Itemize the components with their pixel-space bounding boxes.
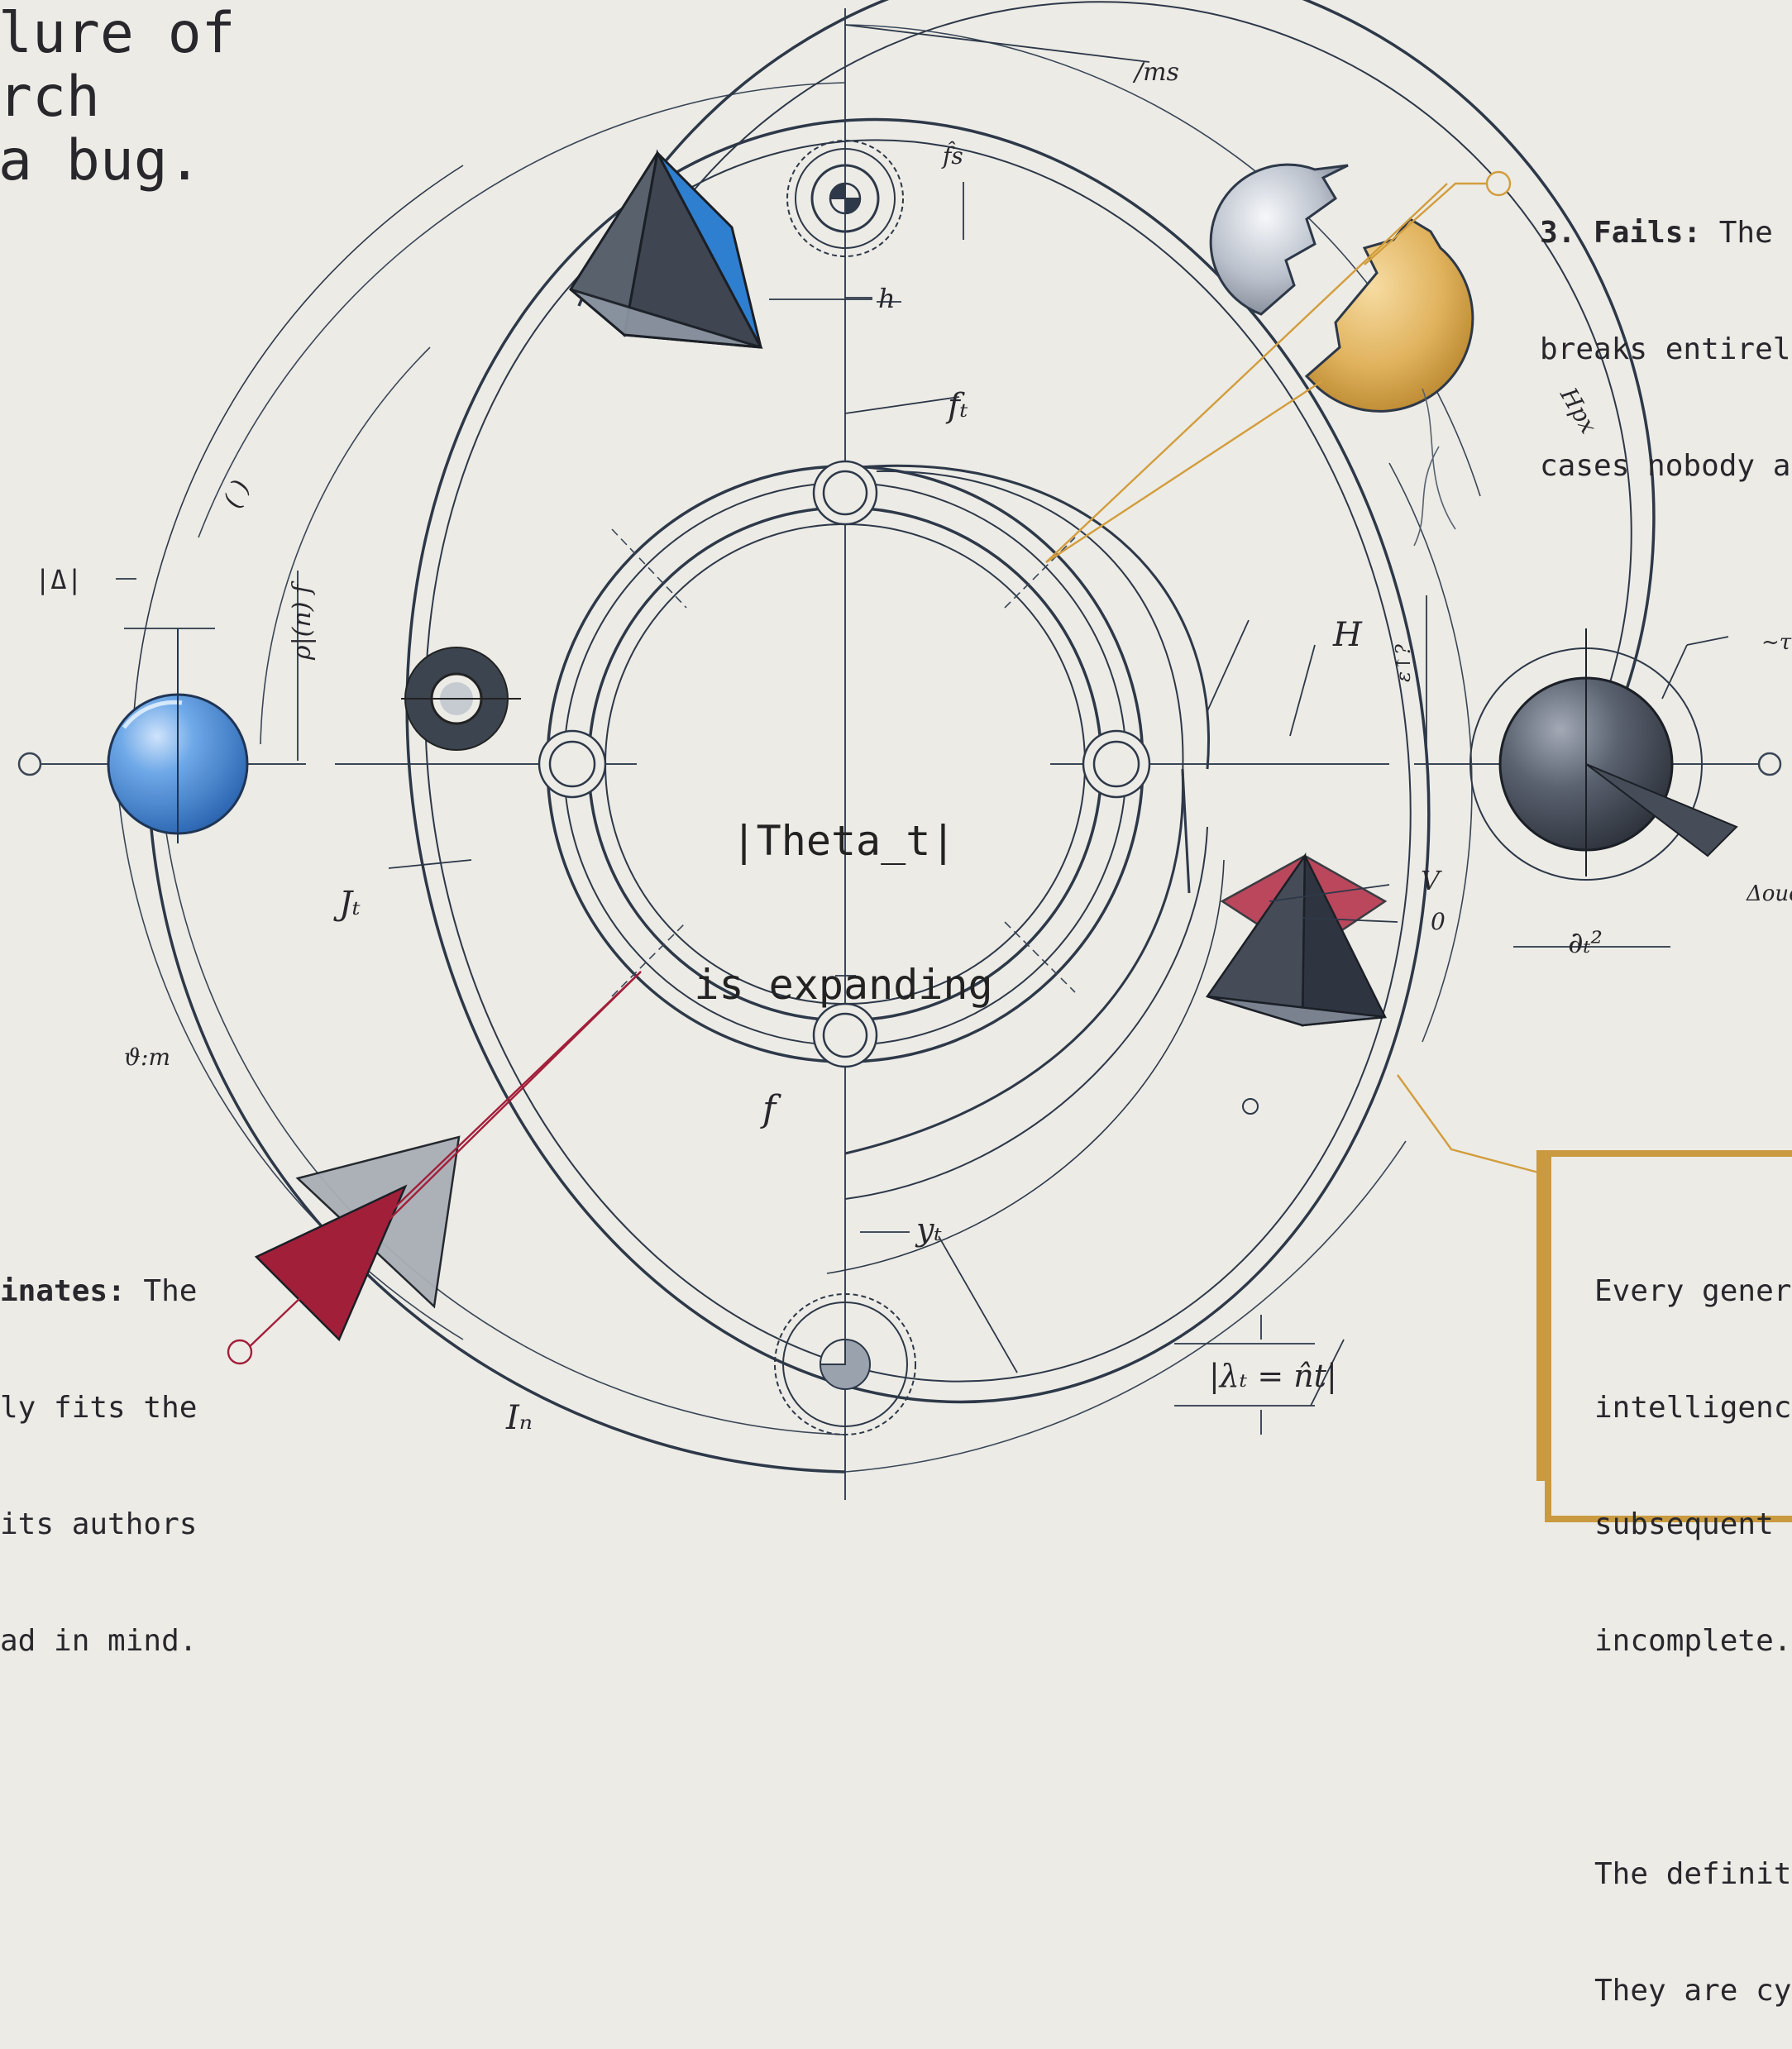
annotation-rho: ρ|(n) f: [288, 584, 318, 661]
annotation-In: Iₙ: [506, 1399, 533, 1437]
gold-projection-lines: [1045, 170, 1546, 1176]
annotation-zero: 0: [1431, 908, 1446, 935]
note-fails-heading: 3. Fails:: [1540, 216, 1702, 250]
annotation-Jt: Jₜ: [339, 885, 361, 923]
orbital-diagram: [17, 0, 1782, 1500]
title-line-3: a bug.: [0, 128, 202, 193]
target-top: [786, 140, 904, 257]
note-fails-line-3: cases nobody a: [1540, 449, 1791, 483]
note-dominates-line-3: its authors: [0, 1507, 198, 1541]
diagonal-ticks: [611, 528, 1076, 997]
axis-end-markers: [17, 752, 1782, 776]
note-fails: 3. Fails: The breaks entirel cases nobod…: [1540, 136, 1790, 524]
note-fails-line-2: breaks entirel: [1540, 332, 1791, 366]
annotation-V: V: [1421, 865, 1441, 896]
title-line-2: rch: [0, 64, 100, 130]
callout-line-1: Every genera: [1594, 1274, 1792, 1308]
note-fails-line-1: The: [1701, 216, 1773, 250]
center-label: |Theta_t| is expanding: [678, 721, 1009, 1057]
dark-sphere: [1469, 628, 1738, 881]
small-markers: [1242, 1098, 1259, 1115]
callout-text: Every genera intelligence subsequent g i…: [1594, 1194, 1792, 2049]
callout-line-2: intelligence: [1594, 1391, 1792, 1425]
callout-line-6: They are cyc: [1594, 1974, 1792, 2008]
spiral-arcs: [826, 464, 1225, 1274]
annotation-ms: /ms: [1135, 58, 1179, 87]
callout-line-4: incomplete.: [1594, 1624, 1792, 1658]
annotation-h: h: [878, 283, 896, 314]
annotation-yt: yₜ: [916, 1211, 942, 1248]
note-dominates-line-1: The: [125, 1274, 198, 1308]
title-line-1: lure of: [0, 1, 236, 66]
note-dominates: inates: The ly fits the its authors ad i…: [0, 1194, 197, 1699]
annotation-dm: ϑ:m: [124, 1044, 170, 1071]
annotation-abs-delta: |Δ|: [35, 564, 83, 595]
red-pyramid: [1205, 852, 1388, 1027]
note-dominates-line-2: ly fits the: [0, 1391, 198, 1425]
callout-line-3: subsequent g: [1594, 1507, 1792, 1541]
annotation-tau: ~τ: [1761, 630, 1792, 655]
callout-line-5: The definit: [1594, 1857, 1792, 1891]
annotation-f: f: [762, 1088, 777, 1130]
callout-box-bar: [1536, 1150, 1545, 1481]
annotation-dt2: ∂ₜ²: [1568, 926, 1603, 960]
note-dominates-line-4: ad in mind.: [0, 1624, 198, 1658]
dark-ring-left: [401, 647, 521, 751]
blue-prism: [569, 149, 763, 349]
annotation-fs: f̂s: [943, 142, 963, 170]
dimension-lines: [116, 24, 1729, 1435]
note-dominates-heading: inates:: [0, 1274, 126, 1308]
blue-sphere: [107, 628, 249, 843]
center-label-line-1: |Theta_t|: [731, 817, 956, 865]
annotation-lt: |λₜ = n̂t|: [1209, 1358, 1337, 1394]
red-triangle: [254, 1135, 461, 1342]
target-bottom: [774, 1293, 916, 1435]
annotation-eps: ε↑?: [1391, 644, 1415, 682]
red-projection-lines: [227, 971, 642, 1365]
annotation-H: H: [1333, 616, 1362, 654]
center-label-line-2: is expanding: [694, 961, 993, 1009]
annotation-ft: fₜ: [948, 387, 968, 425]
broken-sphere: [1209, 163, 1474, 547]
ring-markers: [538, 460, 1151, 1068]
annotation-delta-oue: Δoue: [1747, 881, 1792, 906]
